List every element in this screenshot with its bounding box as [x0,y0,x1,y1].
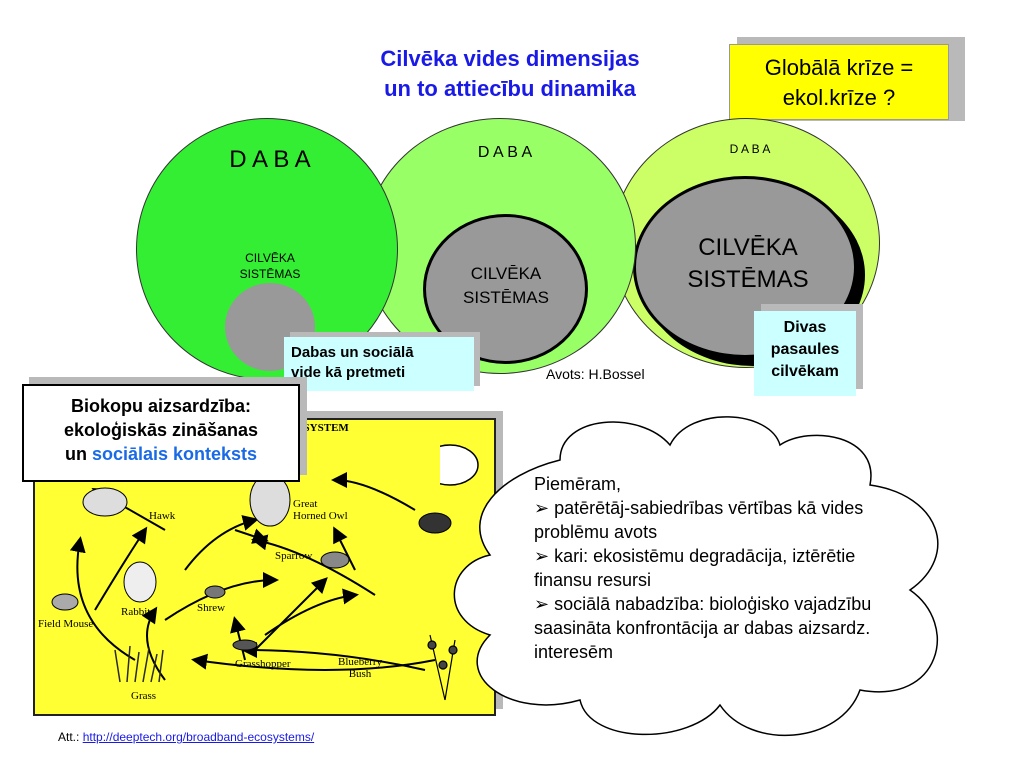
cloud-bullet-2-text: kari: ekosistēmu degradācija, iztērētie … [534,546,856,590]
attribution: Att.: http://deeptech.org/broadband-ecos… [58,730,314,744]
thought-bubble-large [440,444,479,486]
human-systems-label-3: CILVĒKA SISTĒMAS [648,232,848,296]
attribution-prefix: Att.: [58,730,83,744]
human-systems-label-2-line-2: SISTĒMAS [463,288,549,307]
biotope-line-1: Biokopu aizsardzība: [70,396,252,416]
biotope-line-2: ekoloģiskās zināšanas [63,420,259,440]
nature-vs-social-line-1: Dabas un sociālā [291,344,414,361]
rabbit-figure [123,561,157,603]
human-systems-label-1: CILVĒKA SISTĒMAS [210,250,330,282]
label-shrew: Shrew [197,602,226,614]
grasshopper-figure [232,639,258,651]
ecosystem-heading: OSYSTEM [295,422,349,434]
skunk-figure [418,512,452,534]
biotope-line-3-prefix: un [64,444,92,464]
label-blueberry-bush: Blueberry Bush [338,656,382,680]
nature-label-3: D A B A [729,142,771,156]
label-grasshopper: Grasshopper [235,658,291,670]
two-worlds-line-3: cilvēkam [771,363,839,380]
human-systems-circle-2 [423,214,588,364]
title-line-2: un to attiecību dinamika [384,76,636,101]
human-systems-label-3-line-2: SISTĒMAS [687,266,809,293]
biotope-line-3: un sociālais konteksts [24,442,298,466]
crisis-line-2: ekol.krīze ? [782,85,896,110]
label-rabbit: Rabbit [121,606,151,618]
food-web-arrows [51,472,458,701]
human-systems-label-3-line-1: CILVĒKA [698,234,798,261]
cloud-bullet-3: ➢ sociālā nabadzība: bioloģisko vajadzīb… [534,592,894,664]
crisis-line-1: Globālā krīze = [764,55,914,80]
thought-cloud [440,416,939,737]
cloud-bullet-2: ➢ kari: ekosistēmu degradācija, iztērēti… [534,544,894,592]
bullet-arrow-icon: ➢ [534,546,555,566]
source-credit: Avots: H.Bossel [546,366,645,382]
cloud-bullet-3-text: sociālā nabadzība: bioloģisko vajadzību … [534,594,872,662]
human-systems-label-2-line-1: CILVĒKA [470,264,542,283]
two-worlds-line-2: pasaules [770,341,840,358]
label-grass: Grass [131,690,157,702]
cloud-intro: Piemēram, [534,474,622,494]
human-systems-label-1-line-1: CILVĒKA [245,251,295,265]
label-sparrow: Sparrow [275,550,313,562]
slide-title: Cilvēka vides dimensijas un to attiecību… [330,44,690,104]
label-field-mouse: Field Mouse [38,618,94,630]
human-systems-label-2: CILVĒKA SISTĒMAS [430,262,582,310]
nature-vs-social-line-2: vide kā pretmeti [291,364,406,381]
field-mouse-figure [51,593,79,611]
two-worlds-callout: Divas pasaules cilvēkam [754,311,856,396]
bullet-arrow-icon: ➢ [534,594,555,614]
hawk-figure [82,487,128,517]
nature-label-1: D A B A [229,146,311,173]
social-context-highlight: sociālais konteksts [91,444,258,464]
two-worlds-line-1: Divas [783,319,827,336]
sparrow-figure [320,551,350,569]
attribution-link[interactable]: http://deeptech.org/broadband-ecosystems… [82,730,315,744]
crisis-box: Globālā krīze = ekol.krīze ? [729,44,949,120]
title-line-1: Cilvēka vides dimensijas [380,46,640,71]
shrew-figure [204,585,226,599]
blueberry-bush-figure [427,634,458,701]
label-hawk: Hawk [149,510,176,522]
cloud-bullet-1-text: patērētāj-sabiedrības vērtības kā vides … [534,498,864,542]
bullet-arrow-icon: ➢ [534,498,555,518]
cloud-bullet-1: ➢ patērētāj-sabiedrības vērtības kā vide… [534,496,894,544]
cloud-examples: Piemēram, ➢ patērētāj-sabiedrības vērtīb… [534,472,894,664]
nature-vs-social-callout: Dabas un sociālā vide kā pretmeti [284,337,474,391]
label-owl: Great Horned Owl [293,498,348,522]
grass-figure [114,645,164,683]
human-systems-label-1-line-2: SISTĒMAS [239,267,301,281]
biotope-protection-box: Biokopu aizsardzība: ekoloģiskās zināšan… [22,384,300,482]
nature-label-2: D A B A [477,144,533,161]
